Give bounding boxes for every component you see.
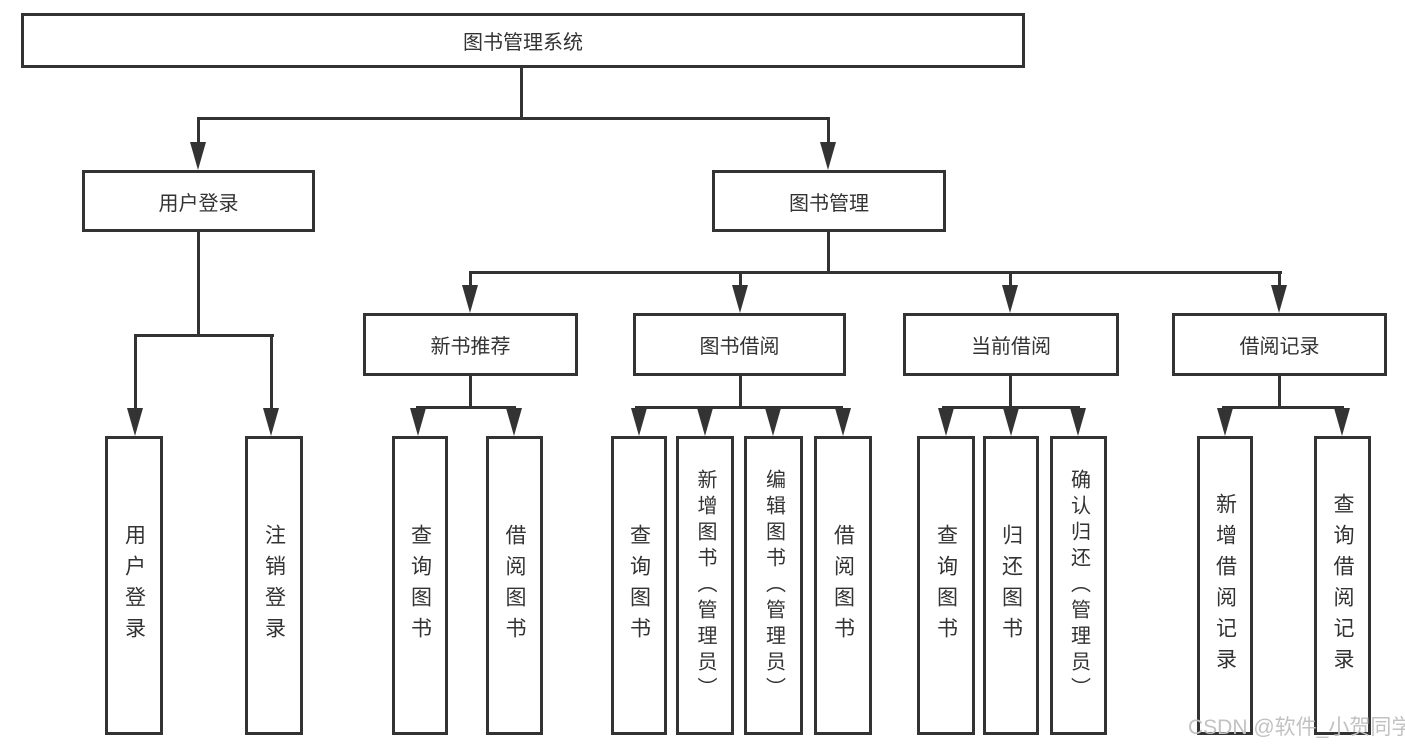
connector-module-trunk <box>739 376 742 409</box>
arrowhead-down-icon <box>127 408 143 436</box>
connector-stub <box>1009 271 1012 288</box>
connector-module-trunk <box>1278 376 1281 409</box>
connector-stub <box>270 334 273 412</box>
arrowhead-down-icon <box>1070 408 1086 436</box>
leaf-edit-books-admin: 编辑图书（管理员） <box>744 436 803 735</box>
node-label: 注销登录 <box>262 523 286 648</box>
arrowhead-down-icon <box>1003 408 1019 436</box>
node-label: 图书借阅 <box>699 336 780 358</box>
node-current-borrowing: 当前借阅 <box>903 313 1119 376</box>
connector-stub <box>197 117 200 144</box>
leaf-user-login: 用户登录 <box>105 436 163 735</box>
arrowhead-down-icon <box>820 142 836 170</box>
leaf-query-books-current: 查询图书 <box>917 436 975 735</box>
node-book-borrowing: 图书借阅 <box>633 313 846 376</box>
connector-root-trunk <box>520 68 523 118</box>
arrowhead-down-icon <box>506 408 522 436</box>
arrowhead-down-icon <box>732 285 748 313</box>
node-label: 查询图书 <box>934 523 958 648</box>
leaf-return-books: 归还图书 <box>983 436 1039 735</box>
arrowhead-down-icon <box>190 142 206 170</box>
node-label: 用户登录 <box>122 523 146 648</box>
leaf-borrow-books: 借阅图书 <box>814 436 872 735</box>
arrowhead-down-icon <box>462 285 478 313</box>
connector-leaf-splitter <box>1222 406 1344 409</box>
node-label: 查询图书 <box>627 523 651 648</box>
arrowhead-down-icon <box>1002 285 1018 313</box>
arrowhead-down-icon <box>1334 408 1350 436</box>
leaf-add-books-admin: 新增图书（管理员） <box>676 436 734 735</box>
connector-leaf-splitter <box>416 406 516 409</box>
leaf-logout: 注销登录 <box>245 436 303 735</box>
node-label: 借阅图书 <box>831 523 855 648</box>
node-book-management: 图书管理 <box>712 170 946 232</box>
connector-level1-splitter <box>197 117 830 120</box>
node-label: 图书管理系统 <box>463 32 583 54</box>
leaf-borrow-books-recommend: 借阅图书 <box>486 436 543 735</box>
leaf-query-borrow-record: 查询借阅记录 <box>1314 436 1371 735</box>
connector-stub <box>739 271 742 288</box>
csdn-watermark: CSDN @软件_小贺同学 <box>1188 716 1405 739</box>
arrowhead-down-icon <box>410 408 426 436</box>
node-label: 借阅记录 <box>1239 336 1320 358</box>
connector-userlogin-splitter <box>134 334 274 337</box>
node-label: 新书推荐 <box>430 336 511 358</box>
arrowhead-down-icon <box>765 408 781 436</box>
arrowhead-down-icon <box>697 408 713 436</box>
node-borrowing-records: 借阅记录 <box>1172 313 1387 376</box>
node-label: 当前借阅 <box>971 336 1051 358</box>
arrowhead-down-icon <box>1271 285 1287 313</box>
arrowhead-down-icon <box>835 408 851 436</box>
connector-level2-splitter <box>469 271 1282 274</box>
connector-bookmgmt-trunk <box>827 232 830 274</box>
connector-leaf-splitter <box>942 406 1080 409</box>
node-label: 查询图书 <box>408 523 432 648</box>
leaf-add-borrow-record: 新增借阅记录 <box>1197 436 1253 735</box>
node-label: 编辑图书（管理员） <box>762 468 785 703</box>
node-label: 新增图书（管理员） <box>694 468 716 703</box>
node-label: 查询借阅记录 <box>1331 492 1354 679</box>
node-label: 借阅图书 <box>503 523 526 648</box>
node-user-login: 用户登录 <box>82 170 315 232</box>
node-label: 图书管理 <box>789 192 869 215</box>
connector-module-trunk <box>469 376 472 409</box>
connector-leaf-splitter <box>635 406 843 409</box>
connector-stub <box>469 271 472 288</box>
connector-stub <box>827 117 830 144</box>
arrowhead-down-icon <box>938 408 954 436</box>
arrowhead-down-icon <box>263 408 279 436</box>
node-label: 归还图书 <box>999 523 1023 648</box>
connector-stub <box>134 334 137 412</box>
arrowhead-down-icon <box>1217 408 1233 436</box>
connector-stub <box>1278 271 1281 288</box>
node-root-system: 图书管理系统 <box>21 13 1025 68</box>
node-label: 确认归还（管理员） <box>1067 468 1090 703</box>
connector-module-trunk <box>1009 376 1012 409</box>
arrowhead-down-icon <box>631 408 647 436</box>
node-label: 用户登录 <box>158 192 239 215</box>
node-new-book-recommendation: 新书推荐 <box>363 313 578 376</box>
node-label: 新增借阅记录 <box>1213 492 1237 679</box>
leaf-query-books-recommend: 查询图书 <box>392 436 448 735</box>
leaf-confirm-return-admin: 确认归还（管理员） <box>1050 436 1107 735</box>
leaf-query-books-borrow: 查询图书 <box>611 436 667 735</box>
connector-userlogin-trunk <box>197 232 200 336</box>
